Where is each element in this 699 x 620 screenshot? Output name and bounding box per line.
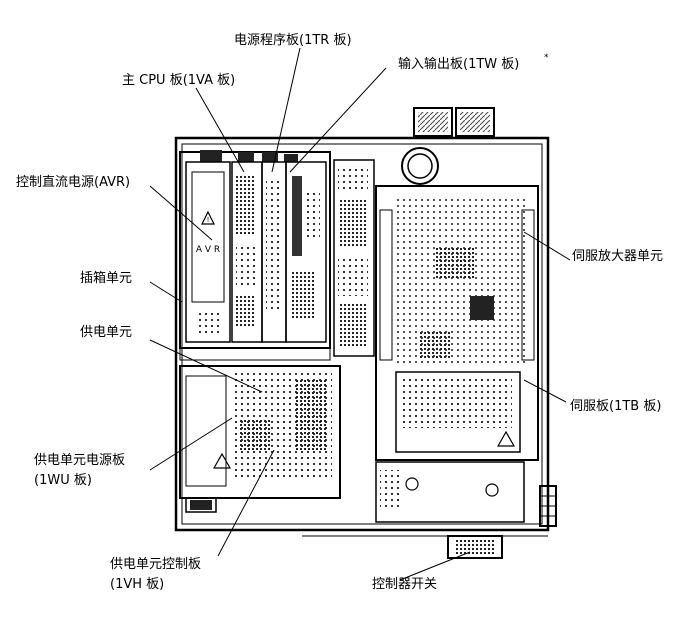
middle-connector-column (333, 159, 375, 357)
label-power-sequence-board: 电源程序板(1TR 板) (234, 33, 352, 48)
label-controller-switch: 控制器开关 (372, 577, 437, 592)
label-dc-power-avr: 控制直流电源(AVR) (16, 175, 130, 190)
label-rack-unit: 插箱单元 (80, 270, 132, 286)
label-servo-board: 伺服板(1TB 板) (570, 399, 661, 414)
avr-module: ! A V R (185, 161, 231, 343)
label-power-control-board-line1: 供电单元控制板 (110, 557, 201, 572)
label-power-unit-board-line1: 供电单元电源板 (34, 453, 125, 468)
cooling-fan (401, 147, 439, 185)
top-vent-left (413, 107, 453, 137)
label-power-unit-board-line2: (1WU 板) (34, 473, 92, 488)
label-io-board-asterisk: * (544, 53, 549, 63)
cable-gland (539, 485, 557, 527)
label-io-board: 输入输出板(1TW 板) (398, 56, 519, 72)
top-vent-right (455, 107, 495, 137)
power-unit (179, 365, 341, 499)
servo-board (395, 371, 521, 453)
leader-lines (149, 47, 571, 581)
power-sequence-board (261, 161, 287, 343)
label-power-unit: 供电单元 (80, 325, 132, 340)
label-power-control-board-line2: (1VH 板) (110, 577, 164, 592)
servo-amplifier-unit (375, 185, 539, 461)
cpu-board (231, 161, 263, 343)
controller-cabinet: ! A V R (174, 107, 557, 559)
svg-text:!: ! (207, 216, 210, 224)
label-main-cpu-board: 主 CPU 板(1VA 板) (122, 73, 235, 88)
label-servo-amplifier-unit: 伺服放大器单元 (572, 249, 663, 264)
controller-switch-hardware (447, 535, 503, 559)
avr-mark: A V R (196, 245, 220, 255)
io-board (285, 161, 327, 343)
